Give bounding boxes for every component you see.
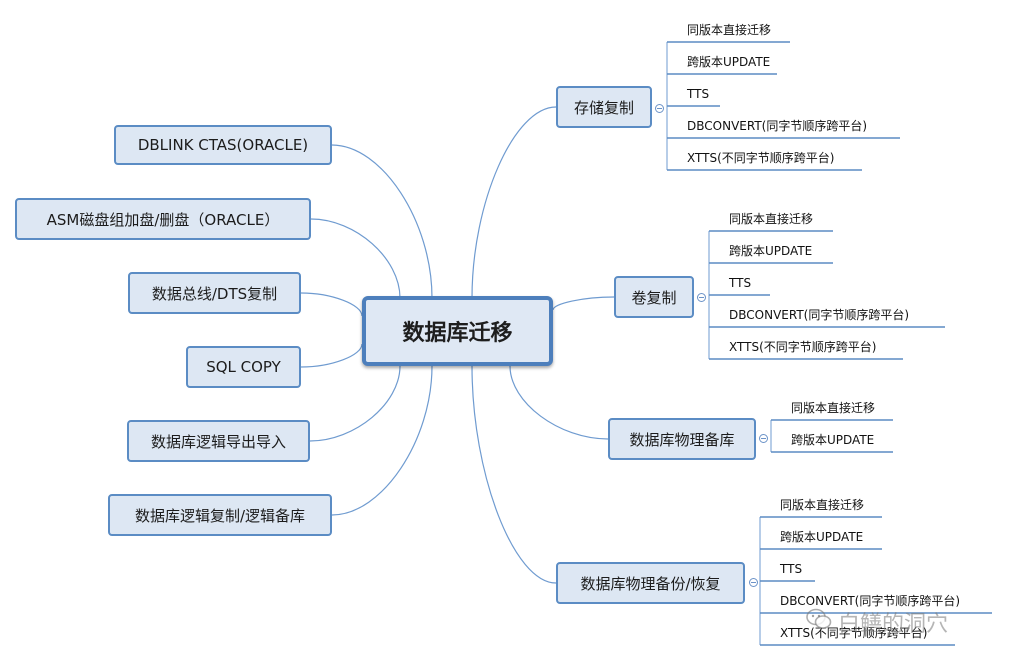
collapse-toggle-volume[interactable] (697, 293, 706, 302)
right-branch-physical-backup[interactable]: 数据库物理备份/恢复 (556, 562, 745, 604)
left-branch-logical-export[interactable]: 数据库逻辑导出导入 (127, 420, 310, 462)
connector-left-1 (310, 218, 401, 299)
leaf-backup-xtts[interactable]: XTTS(不同字节顺序跨平台) (780, 626, 928, 640)
leaf-backup-tts[interactable]: TTS (780, 562, 803, 576)
connector-right-2 (509, 365, 609, 440)
collapse-toggle-standby[interactable] (759, 434, 768, 443)
collapse-toggle-storage[interactable] (655, 104, 664, 113)
wechat-icon (806, 608, 832, 636)
left-branch-sqlcopy[interactable]: SQL COPY (186, 346, 301, 388)
leaf-volume-same-version[interactable]: 同版本直接迁移 (729, 212, 814, 226)
leaf-standby-cross-version[interactable]: 跨版本UPDATE (791, 433, 875, 447)
left-branch-asm[interactable]: ASM磁盘组加盘/删盘（ORACLE） (15, 198, 311, 240)
right-branch-physical-standby[interactable]: 数据库物理备库 (608, 418, 756, 460)
root-topic-label: 数据库迁移 (402, 321, 513, 346)
leaf-storage-xtts[interactable]: XTTS(不同字节顺序跨平台) (687, 151, 835, 165)
collapse-toggle-backup[interactable] (749, 578, 758, 587)
branch-label: DBLINK CTAS(ORACLE) (137, 136, 309, 154)
leaf-volume-tts[interactable]: TTS (729, 276, 752, 290)
leaf-backup-dbconvert[interactable]: DBCONVERT(同字节顺序跨平台) (780, 594, 961, 608)
leaf-standby-same-version[interactable]: 同版本直接迁移 (791, 401, 876, 415)
leaf-volume-dbconvert[interactable]: DBCONVERT(同字节顺序跨平台) (729, 308, 910, 322)
branch-label: 数据库逻辑导出导入 (150, 432, 286, 451)
leaf-volume-xtts[interactable]: XTTS(不同字节顺序跨平台) (729, 340, 877, 354)
connector-right-0 (471, 106, 557, 299)
root-topic[interactable]: 数据库迁移 (362, 296, 553, 366)
branch-label: 卷复制 (631, 288, 677, 307)
connector-left-2 (300, 292, 363, 317)
left-branch-logical-replication[interactable]: 数据库逻辑复制/逻辑备库 (108, 494, 332, 536)
connector-left-0 (331, 144, 433, 299)
connector-right-3 (471, 365, 557, 584)
leaf-backup-cross-version[interactable]: 跨版本UPDATE (780, 530, 864, 544)
watermark: 白鳝的洞穴 (806, 606, 948, 638)
right-branch-volume-replication[interactable]: 卷复制 (614, 276, 694, 318)
left-branch-dblink[interactable]: DBLINK CTAS(ORACLE) (114, 125, 332, 165)
leaf-storage-cross-version[interactable]: 跨版本UPDATE (687, 55, 771, 69)
branch-label: ASM磁盘组加盘/删盘（ORACLE） (46, 210, 280, 229)
leaf-backup-same-version[interactable]: 同版本直接迁移 (780, 498, 865, 512)
connector-right-1 (552, 296, 615, 311)
branch-label: 数据库逻辑复制/逻辑备库 (134, 506, 306, 525)
connector-left-4 (309, 365, 401, 442)
branch-label: 存储复制 (573, 98, 634, 117)
leaf-storage-tts[interactable]: TTS (687, 87, 710, 101)
connector-left-3 (300, 343, 363, 368)
leaf-volume-cross-version[interactable]: 跨版本UPDATE (729, 244, 813, 258)
leaf-storage-same-version[interactable]: 同版本直接迁移 (687, 23, 772, 37)
branch-label: 数据总线/DTS复制 (151, 284, 278, 303)
branch-label: SQL COPY (206, 358, 281, 376)
connector-left-5 (331, 365, 433, 516)
branch-label: 数据库物理备份/恢复 (580, 574, 721, 593)
right-branch-storage-replication[interactable]: 存储复制 (556, 86, 652, 128)
branch-label: 数据库物理备库 (629, 430, 735, 449)
watermark-text: 白鳝的洞穴 (838, 612, 949, 637)
left-branch-dts[interactable]: 数据总线/DTS复制 (128, 272, 301, 314)
leaf-storage-dbconvert[interactable]: DBCONVERT(同字节顺序跨平台) (687, 119, 868, 133)
